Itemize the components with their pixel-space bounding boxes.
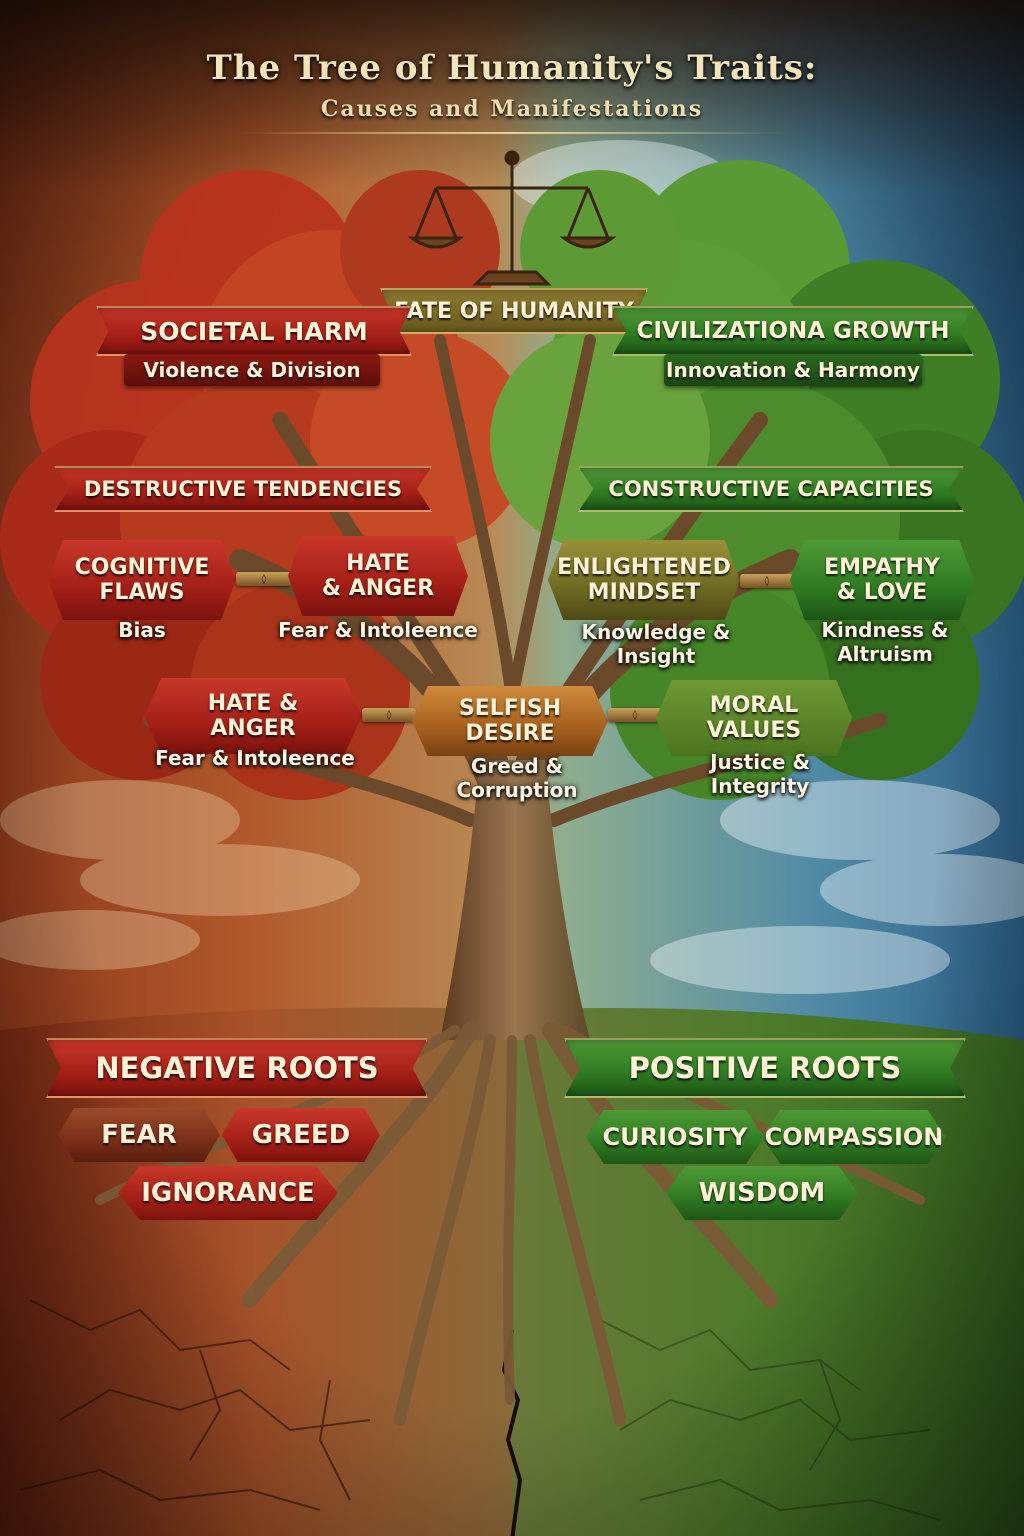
node-connector: ◊ xyxy=(236,572,292,586)
constructive-capacities-banner: CONSTRUCTIVE CAPACITIES xyxy=(578,466,964,512)
root-greed: GREED xyxy=(222,1108,380,1162)
moral-values-caption: Justice & Integrity xyxy=(710,750,810,798)
root-curiosity: CURIOSITY xyxy=(586,1110,764,1164)
hate-anger-lower-caption: Fear & Intoleence xyxy=(155,746,355,770)
cognitive-flaws-caption: Bias xyxy=(118,618,166,642)
hate-anger-node-lower: HATE & ANGER xyxy=(144,678,362,754)
poster-subtitle: Causes and Manifestations xyxy=(320,96,704,122)
societal-harm-subtitle: Violence & Division xyxy=(124,354,380,386)
empathy-love-caption: Kindness & Altruism xyxy=(821,618,949,666)
scales-of-justice-icon xyxy=(407,150,617,286)
root-ignorance: IGNORANCE xyxy=(118,1166,338,1220)
title-divider xyxy=(240,132,784,134)
root-wisdom: WISDOM xyxy=(666,1166,858,1220)
selfish-desire-caption: Greed & Corruption xyxy=(456,754,578,802)
civilizational-growth-banner: CIVILIZATIONA GROWTH xyxy=(612,306,974,356)
cognitive-flaws-node: COGNITIVE FLAWS xyxy=(48,540,236,620)
destructive-tendencies-banner: DESTRUCTIVE TENDENCIES xyxy=(54,466,432,512)
empathy-love-node: EMPATHY & LOVE xyxy=(790,540,974,620)
hate-anger-node-upper: HATE & ANGER xyxy=(288,536,468,616)
poster-title: The Tree of Humanity's Traits: xyxy=(206,48,818,88)
positive-roots-banner: POSITIVE ROOTS xyxy=(564,1038,966,1098)
societal-harm-banner: SOCIETAL HARM xyxy=(96,306,412,356)
node-connector: ◊ xyxy=(362,708,416,722)
node-connector: ◊ xyxy=(608,708,662,722)
enlightened-mindset-node: ENLIGHTENED MINDSET xyxy=(548,540,740,620)
selfish-desire-node: SELFISH DESIRE xyxy=(412,686,608,756)
enlightened-mindset-caption: Knowledge & Insight xyxy=(581,620,731,668)
root-fear: FEAR xyxy=(58,1108,220,1162)
negative-roots-banner: NEGATIVE ROOTS xyxy=(46,1038,428,1098)
civilizational-growth-subtitle: Innovation & Harmony xyxy=(664,354,922,386)
root-compassion: COMPASSION xyxy=(762,1110,946,1164)
moral-values-node: MORAL VALUES xyxy=(656,680,852,756)
node-connector: ◊ xyxy=(740,574,794,588)
hate-anger-upper-caption: Fear & Intoleence xyxy=(278,618,478,642)
fate-of-humanity-banner: FATE OF HUMANITY xyxy=(380,288,648,334)
